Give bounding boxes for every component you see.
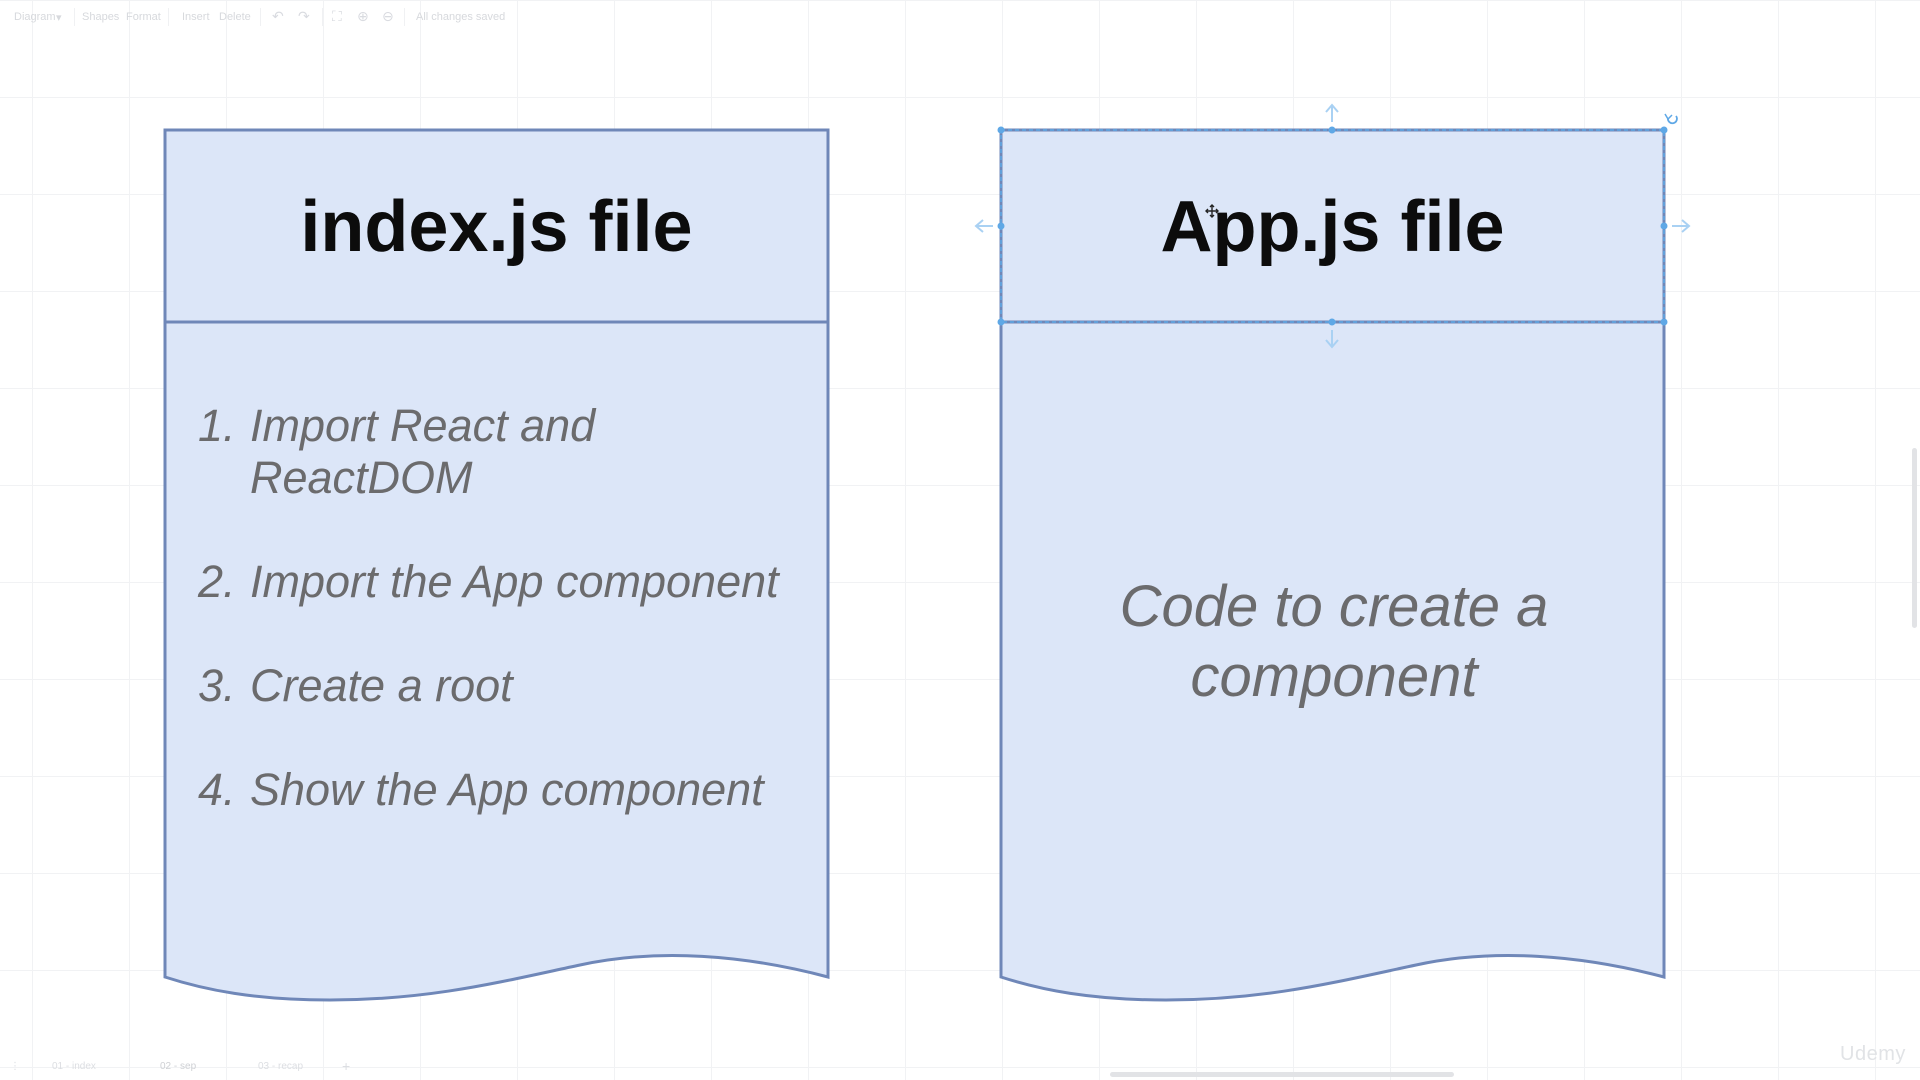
step-text: Show the App component [250, 764, 764, 815]
resize-handle[interactable] [1660, 318, 1668, 326]
zoom-in-icon[interactable]: ⊕ [357, 8, 369, 24]
toolbar-divider [260, 8, 261, 26]
udemy-watermark: Udemy [1840, 1043, 1906, 1065]
shapes-tab[interactable]: Shapes [82, 11, 120, 23]
toolbar: Diagram ▾ Shapes Format Insert Delete ↶ … [0, 0, 1920, 34]
page-tab[interactable]: 03 - recap [258, 1061, 304, 1072]
toolbar-divider [74, 8, 75, 26]
app-card-title: App.js file [1160, 187, 1505, 267]
arrow-up-icon[interactable] [1325, 103, 1339, 122]
tab-menu-icon[interactable]: ⋮ [10, 1061, 20, 1072]
step-number: 3. [198, 660, 236, 711]
step-text: Import the App component [250, 556, 779, 607]
arrow-down-icon[interactable] [1325, 330, 1339, 349]
index-steps-list: 1. Import React and ReactDOM 2. Import t… [198, 400, 818, 868]
app-card-shape[interactable] [999, 128, 1666, 1002]
step-number: 4. [198, 764, 236, 815]
index-card-shape[interactable] [163, 128, 830, 1002]
toolbar-divider [322, 8, 323, 26]
list-item: 2. Import the App component [198, 556, 818, 608]
resize-handle[interactable] [997, 222, 1005, 230]
index-card-title: index.js file [300, 187, 693, 267]
list-item: 4. Show the App component [198, 764, 818, 816]
selection-handles[interactable] [997, 126, 1668, 326]
vertical-scrollbar[interactable] [1912, 448, 1917, 628]
list-item: 1. Import React and ReactDOM [198, 400, 818, 504]
redo-icon[interactable]: ↷ [298, 8, 310, 24]
move-cursor-icon [1205, 204, 1219, 218]
save-status: All changes saved [416, 11, 506, 23]
horizontal-scrollbar[interactable] [1110, 1072, 1454, 1077]
list-item: 3. Create a root [198, 660, 818, 712]
delete-button[interactable]: Delete [219, 11, 251, 23]
resize-handle[interactable] [1660, 222, 1668, 230]
page-tab-active[interactable]: 02 - sep [160, 1061, 197, 1072]
rotate-icon[interactable] [1664, 113, 1678, 125]
toolbar-divider [404, 8, 405, 26]
toolbar-divider [168, 8, 169, 26]
zoom-out-icon[interactable]: ⊖ [382, 8, 394, 24]
step-text: Create a root [250, 660, 513, 711]
resize-handle[interactable] [1328, 126, 1336, 134]
resize-handle[interactable] [997, 126, 1005, 134]
diagram-menu[interactable]: Diagram [14, 11, 56, 23]
page-tab[interactable]: 01 - index [52, 1061, 96, 1072]
step-text: Import React and ReactDOM [250, 400, 596, 503]
insert-button[interactable]: Insert [182, 11, 210, 23]
app-card-body: Code to create a component [1119, 574, 1549, 709]
add-page-icon[interactable]: + [342, 1058, 351, 1074]
resize-handle[interactable] [1660, 126, 1668, 134]
step-number: 2. [198, 556, 236, 607]
resize-handle[interactable] [1328, 318, 1336, 326]
resize-handle[interactable] [997, 318, 1005, 326]
connection-arrows[interactable] [974, 103, 1691, 349]
fullscreen-icon[interactable]: ⛶ [332, 8, 342, 24]
arrow-left-icon[interactable] [974, 219, 993, 233]
arrow-right-icon[interactable] [1672, 219, 1691, 233]
format-tab[interactable]: Format [126, 11, 161, 23]
undo-icon[interactable]: ↶ [272, 8, 284, 24]
chevron-down-icon: ▾ [56, 12, 62, 24]
step-number: 1. [198, 400, 236, 451]
page-tabs: ⋮ 01 - index 02 - sep 03 - recap + [0, 1055, 1920, 1080]
